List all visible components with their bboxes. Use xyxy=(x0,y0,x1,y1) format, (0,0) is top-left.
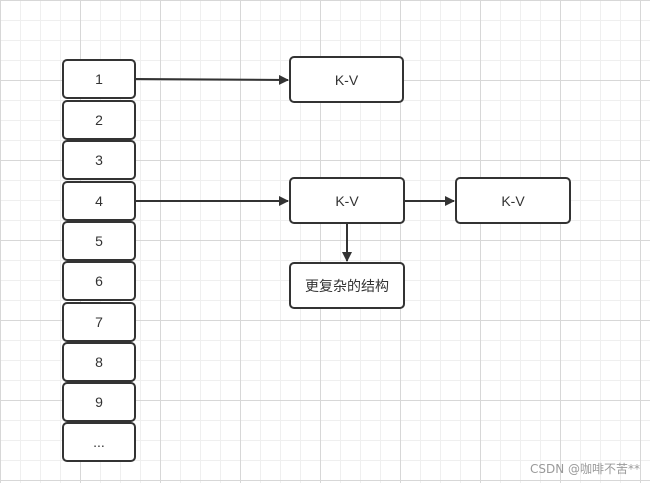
kv-node-bucket-4: K-V xyxy=(289,177,405,224)
bucket-cell-ellipsis: ... xyxy=(62,422,136,462)
bucket-cell-4: 4 xyxy=(62,181,136,221)
bucket-cell-3: 3 xyxy=(62,140,136,180)
bucket-cell-5: 5 xyxy=(62,221,136,261)
bucket-cell-9: 9 xyxy=(62,382,136,422)
complex-structure-node: 更复杂的结构 xyxy=(289,262,405,309)
bucket-cell-1: 1 xyxy=(62,59,136,99)
bucket-cell-6: 6 xyxy=(62,261,136,301)
arrow-bucket1-to-kv xyxy=(135,74,289,85)
bucket-cell-8: 8 xyxy=(62,342,136,382)
watermark: CSDN @咖啡不苦** xyxy=(529,462,640,476)
bucket-cell-2: 2 xyxy=(62,100,136,140)
kv-node-bucket-4-next: K-V xyxy=(455,177,571,224)
bucket-cell-7: 7 xyxy=(62,302,136,342)
kv-node-bucket-1: K-V xyxy=(289,56,404,103)
